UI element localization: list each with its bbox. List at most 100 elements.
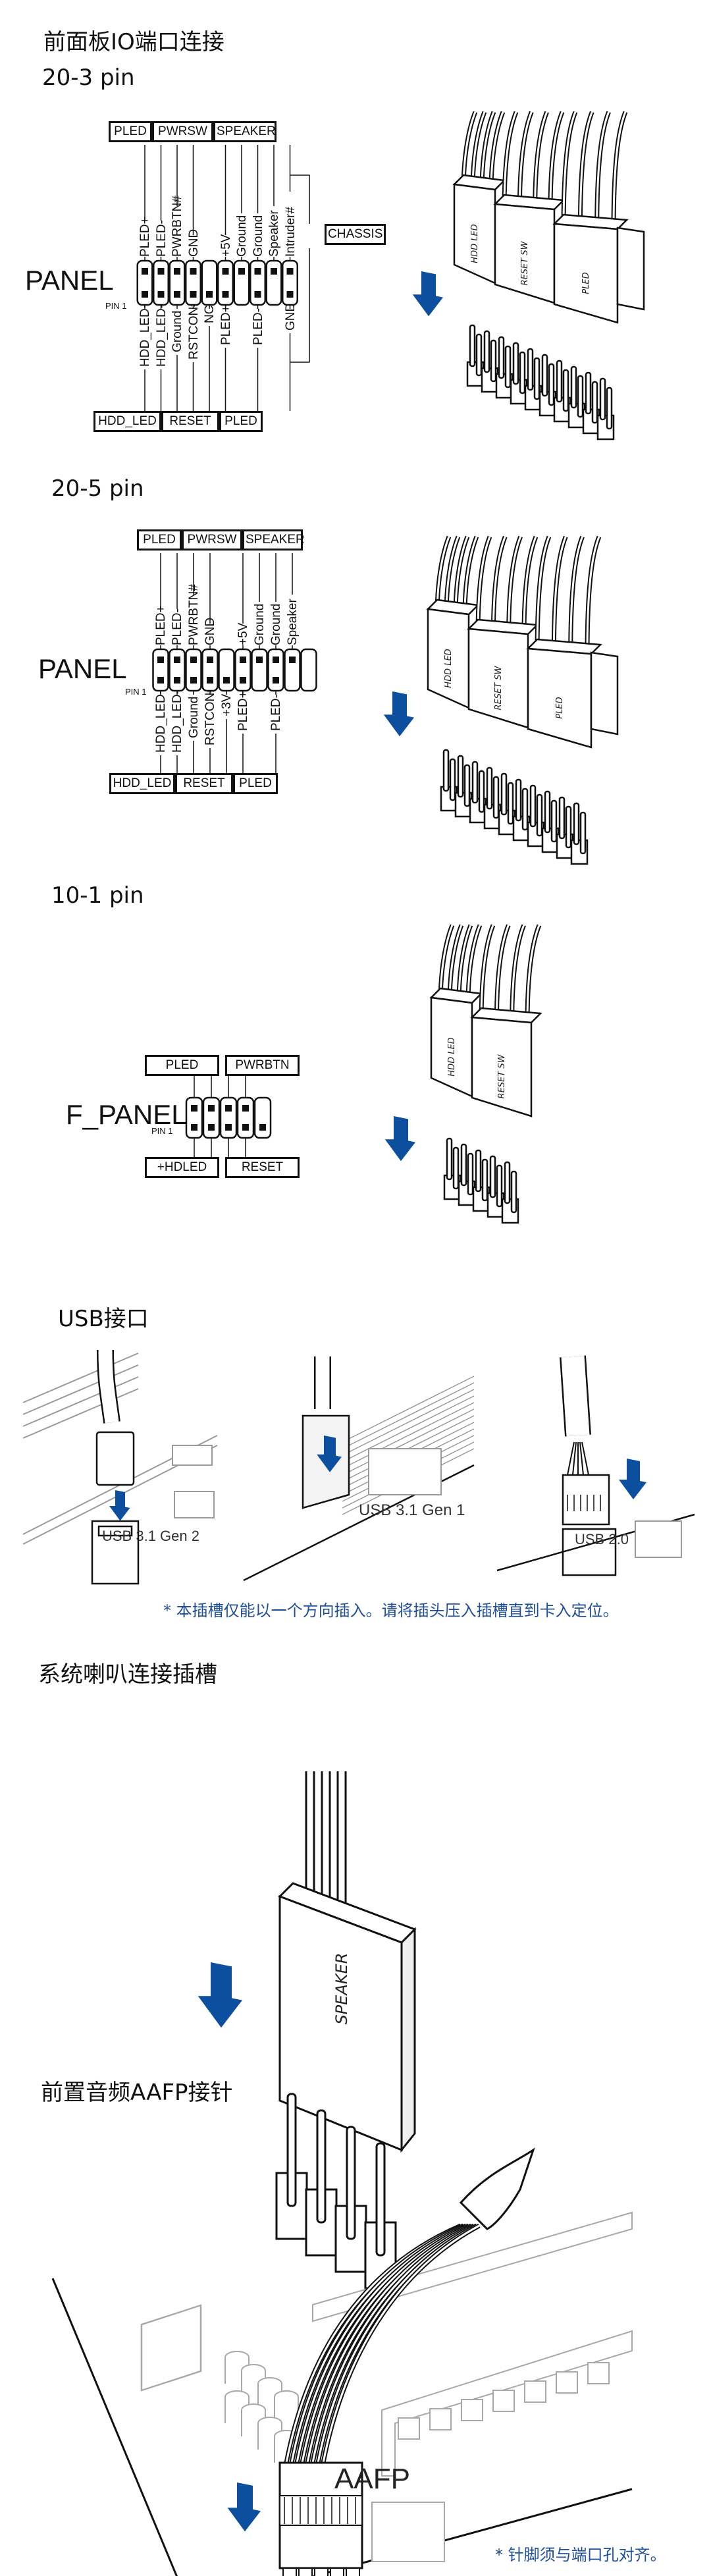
pin1-label: PIN 1 — [125, 687, 147, 697]
pin — [174, 291, 180, 298]
usb-plug — [95, 1431, 135, 1486]
connector-label: HDD LED — [444, 649, 454, 687]
group-label-bottom: HDD_LED — [93, 411, 161, 432]
connector-label: PLED — [555, 697, 565, 718]
mb-dimm-line — [342, 1402, 475, 1469]
group-label-top: PLED — [109, 121, 152, 142]
header-pin — [570, 365, 577, 409]
usb-caption-usb2: USB 2.0 — [575, 1531, 629, 1547]
header-name: PANEL — [25, 265, 114, 296]
chassis-bracket — [290, 174, 310, 224]
pin — [190, 268, 197, 275]
wire — [477, 536, 491, 636]
group-label-bottom: RESET — [175, 773, 233, 794]
mb-component — [174, 1491, 215, 1518]
down-arrow-icon — [619, 1459, 646, 1499]
header-pin — [606, 387, 613, 430]
connector-label: RESET SW — [520, 240, 530, 285]
group-label-bottom: RESET — [161, 411, 219, 432]
header-pin — [442, 749, 450, 792]
wire — [581, 1441, 589, 1476]
usb2-illustration — [496, 1355, 695, 1576]
wire — [511, 925, 525, 1025]
header-pin — [375, 2142, 386, 2257]
down-arrow-icon — [384, 1116, 415, 1162]
header-name: PANEL — [38, 653, 127, 684]
header-pin — [548, 363, 555, 406]
header-pin — [533, 357, 540, 400]
wire — [596, 111, 610, 231]
mb-dimm-line — [342, 1395, 475, 1462]
wire — [508, 536, 522, 636]
wire — [579, 111, 593, 231]
header-pin — [478, 770, 485, 813]
wire — [322, 2224, 480, 2463]
housing-front — [616, 227, 645, 311]
wire — [492, 536, 506, 636]
chassis-bracket — [290, 248, 310, 363]
section-heading-20-3-pin: 20-3 pin — [42, 65, 135, 91]
pin1-label: PIN 1 — [151, 1126, 173, 1136]
mb-atx-connector — [368, 1448, 442, 1495]
pin — [207, 677, 213, 684]
wire — [526, 925, 540, 1025]
usb-note: * 本插槽仅能以一个方向插入。请将插头压入插槽直到卡入定位。 — [163, 1601, 619, 1620]
header-pin — [541, 354, 548, 397]
wire — [567, 1441, 575, 1476]
group-label-bottom: PLED — [219, 411, 263, 432]
pcie-slot-cell — [398, 2417, 420, 2440]
header-pin — [591, 381, 598, 424]
usb2-plug — [562, 1474, 610, 1526]
header-pin — [463, 764, 471, 807]
header-pin — [475, 1149, 482, 1193]
housing-front — [527, 647, 592, 749]
pin — [238, 268, 245, 275]
pin — [286, 291, 294, 298]
pin — [256, 657, 263, 663]
header-pin — [467, 1152, 474, 1196]
aafp-plug-band — [279, 2495, 363, 2526]
pin — [242, 1105, 249, 1112]
wire — [579, 1441, 584, 1476]
header-pin — [577, 375, 584, 418]
pin — [225, 1105, 232, 1112]
header-pin — [446, 1137, 453, 1181]
header-pin — [519, 351, 526, 394]
pin — [157, 677, 164, 684]
group-label-bottom: PLED — [233, 773, 278, 794]
pin — [191, 1105, 198, 1112]
usb2-header — [562, 1528, 617, 1576]
header-pin — [573, 802, 580, 845]
wire — [495, 925, 510, 1025]
header-pin — [496, 1164, 503, 1208]
pcie-slot-cell — [429, 2408, 452, 2430]
down-arrow-icon — [227, 2482, 261, 2532]
group-label-top: PLED — [145, 1055, 219, 1076]
mb-dimm-line — [342, 1409, 475, 1476]
mb-dimm-line — [342, 1389, 475, 1456]
group-label-top: SPEAKER — [242, 529, 305, 550]
pcie-slot-cell — [556, 2371, 578, 2394]
pcie-slot-cell — [524, 2380, 546, 2403]
mb-slot-line — [22, 1364, 139, 1415]
pcie-slot-cell — [461, 2399, 483, 2421]
aafp-header-pin — [314, 2567, 329, 2576]
pin — [254, 291, 261, 298]
aafp-header-pin — [298, 2567, 313, 2576]
page-title: 前面板IO端口连接 — [43, 29, 224, 55]
pin — [223, 677, 230, 684]
mb-edge — [51, 2278, 178, 2576]
down-arrow-icon — [317, 1436, 342, 1472]
header-pin — [457, 755, 464, 798]
pin — [191, 1124, 198, 1131]
header-pin — [565, 805, 572, 849]
pin-slot — [253, 1096, 272, 1139]
mb-dimm-line — [342, 1382, 475, 1449]
header-pin — [481, 1158, 488, 1202]
header-pin — [486, 766, 493, 810]
wire — [518, 111, 533, 211]
